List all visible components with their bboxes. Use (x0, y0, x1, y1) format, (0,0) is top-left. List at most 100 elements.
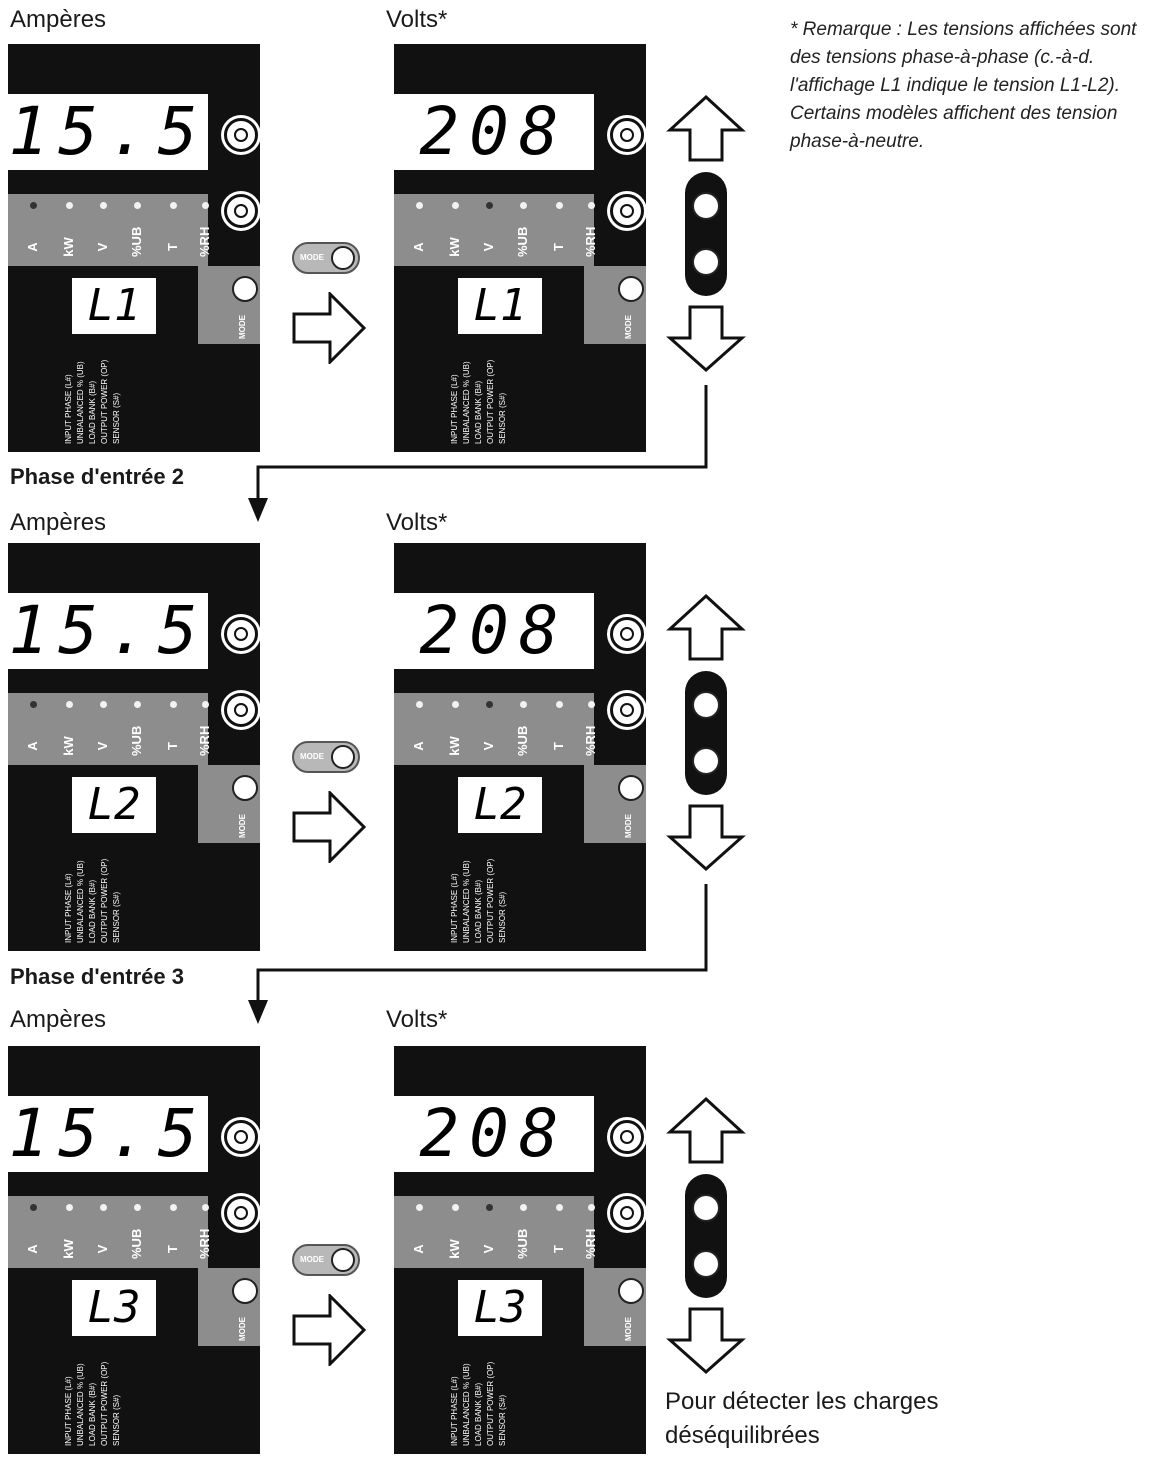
volts-lcd-display: 208 (394, 94, 594, 170)
mode-button[interactable] (618, 276, 644, 302)
indicator-led-kw (452, 202, 459, 209)
indicator-led-pct-rh (588, 701, 595, 708)
next-arrow-icon (292, 791, 367, 863)
phase-display: L1 (458, 278, 542, 334)
mode-pill-button[interactable] (331, 246, 355, 270)
up-down-control[interactable] (685, 671, 727, 795)
down-button[interactable] (692, 1250, 720, 1278)
indicator-led-t (170, 202, 177, 209)
phase-display: L1 (72, 278, 156, 334)
up-button[interactable] (224, 617, 258, 651)
indicator-led-v (100, 202, 107, 209)
indicator-led-v (100, 701, 107, 708)
down-button[interactable] (610, 194, 644, 228)
mode-button[interactable] (618, 775, 644, 801)
unbalanced-note: Pour détecter les charges déséquilibrées (665, 1388, 939, 1449)
indicator-led-v (100, 1204, 107, 1211)
down-button[interactable] (224, 194, 258, 228)
mode-pill-label: MODE (300, 253, 324, 262)
mode-button[interactable] (232, 276, 258, 302)
up-button[interactable] (692, 192, 720, 220)
indicator-led-t (556, 701, 563, 708)
indicator-led-pct-ub (520, 701, 527, 708)
down-button[interactable] (692, 248, 720, 276)
next-arrow-icon (292, 292, 367, 364)
volts-label: Volts* (386, 1006, 448, 1033)
mode-button-pill[interactable]: MODE (292, 242, 360, 274)
amps-label: Ampères (10, 1006, 107, 1033)
section-title: Phase d'entrée 2 (10, 464, 184, 489)
section-title: Phase d'entrée 3 (10, 964, 184, 989)
indicator-led-pct-ub (134, 701, 141, 708)
indicator-led-pct-ub (520, 202, 527, 209)
mode-button-pill[interactable]: MODE (292, 1244, 360, 1276)
indicator-led-a (30, 1204, 37, 1211)
indicator-led-pct-ub (134, 202, 141, 209)
indicator-led-v (486, 202, 493, 209)
phase-display: L2 (458, 777, 542, 833)
up-down-control[interactable] (685, 1174, 727, 1298)
down-button[interactable] (224, 693, 258, 727)
up-button[interactable] (224, 118, 258, 152)
up-button[interactable] (692, 1194, 720, 1222)
amps-lcd-display: 15.5 (8, 592, 208, 669)
down-arrow-icon (666, 1307, 746, 1375)
indicator-led-pct-rh (202, 701, 209, 708)
mode-pill-label: MODE (300, 1255, 324, 1264)
up-down-control[interactable] (685, 172, 727, 296)
indicator-led-kw (66, 701, 73, 708)
down-arrow-icon (666, 804, 746, 872)
indicator-led-a (416, 1204, 423, 1211)
up-button[interactable] (610, 617, 644, 651)
up-arrow-icon (666, 1096, 746, 1164)
indicator-led-pct-rh (588, 202, 595, 209)
amps-lcd-display: 15.5 (8, 1095, 208, 1172)
up-button[interactable] (610, 1120, 644, 1154)
down-button[interactable] (610, 1196, 644, 1230)
voltage-note: * Remarque : Les tensions affichées sont… (790, 19, 1137, 152)
indicator-led-a (30, 202, 37, 209)
up-button[interactable] (692, 691, 720, 719)
mode-pill-button[interactable] (331, 1248, 355, 1272)
connector-arrowhead-2 (248, 1000, 268, 1024)
up-button[interactable] (610, 118, 644, 152)
indicator-led-t (170, 701, 177, 708)
mode-pill-label: MODE (300, 752, 324, 761)
indicator-led-v (486, 1204, 493, 1211)
indicator-led-pct-rh (588, 1204, 595, 1211)
indicator-led-pct-rh (202, 1204, 209, 1211)
mode-button-pill[interactable]: MODE (292, 741, 360, 773)
phase-display: L3 (72, 1280, 156, 1336)
mode-button[interactable] (232, 775, 258, 801)
amps-label: Ampères (10, 509, 107, 536)
volts-lcd-display: 208 (394, 593, 594, 669)
volts-lcd-display: 208 (394, 1096, 594, 1172)
indicator-led-pct-ub (520, 1204, 527, 1211)
volts-label: Volts* (386, 6, 448, 33)
down-button[interactable] (224, 1196, 258, 1230)
down-button[interactable] (610, 693, 644, 727)
connector-arrowhead-1 (248, 498, 268, 522)
mode-button[interactable] (232, 1278, 258, 1304)
indicator-led-t (556, 1204, 563, 1211)
amps-label: Ampères (10, 6, 107, 33)
connector-line-1 (256, 385, 708, 508)
next-arrow-icon (292, 1294, 367, 1366)
indicator-led-pct-ub (134, 1204, 141, 1211)
down-button[interactable] (692, 747, 720, 775)
indicator-led-t (170, 1204, 177, 1211)
mode-pill-button[interactable] (331, 745, 355, 769)
mode-button[interactable] (618, 1278, 644, 1304)
amps-lcd-display: 15.5 (8, 93, 208, 170)
up-arrow-icon (666, 593, 746, 661)
indicator-led-a (416, 202, 423, 209)
up-button[interactable] (224, 1120, 258, 1154)
indicator-led-pct-rh (202, 202, 209, 209)
